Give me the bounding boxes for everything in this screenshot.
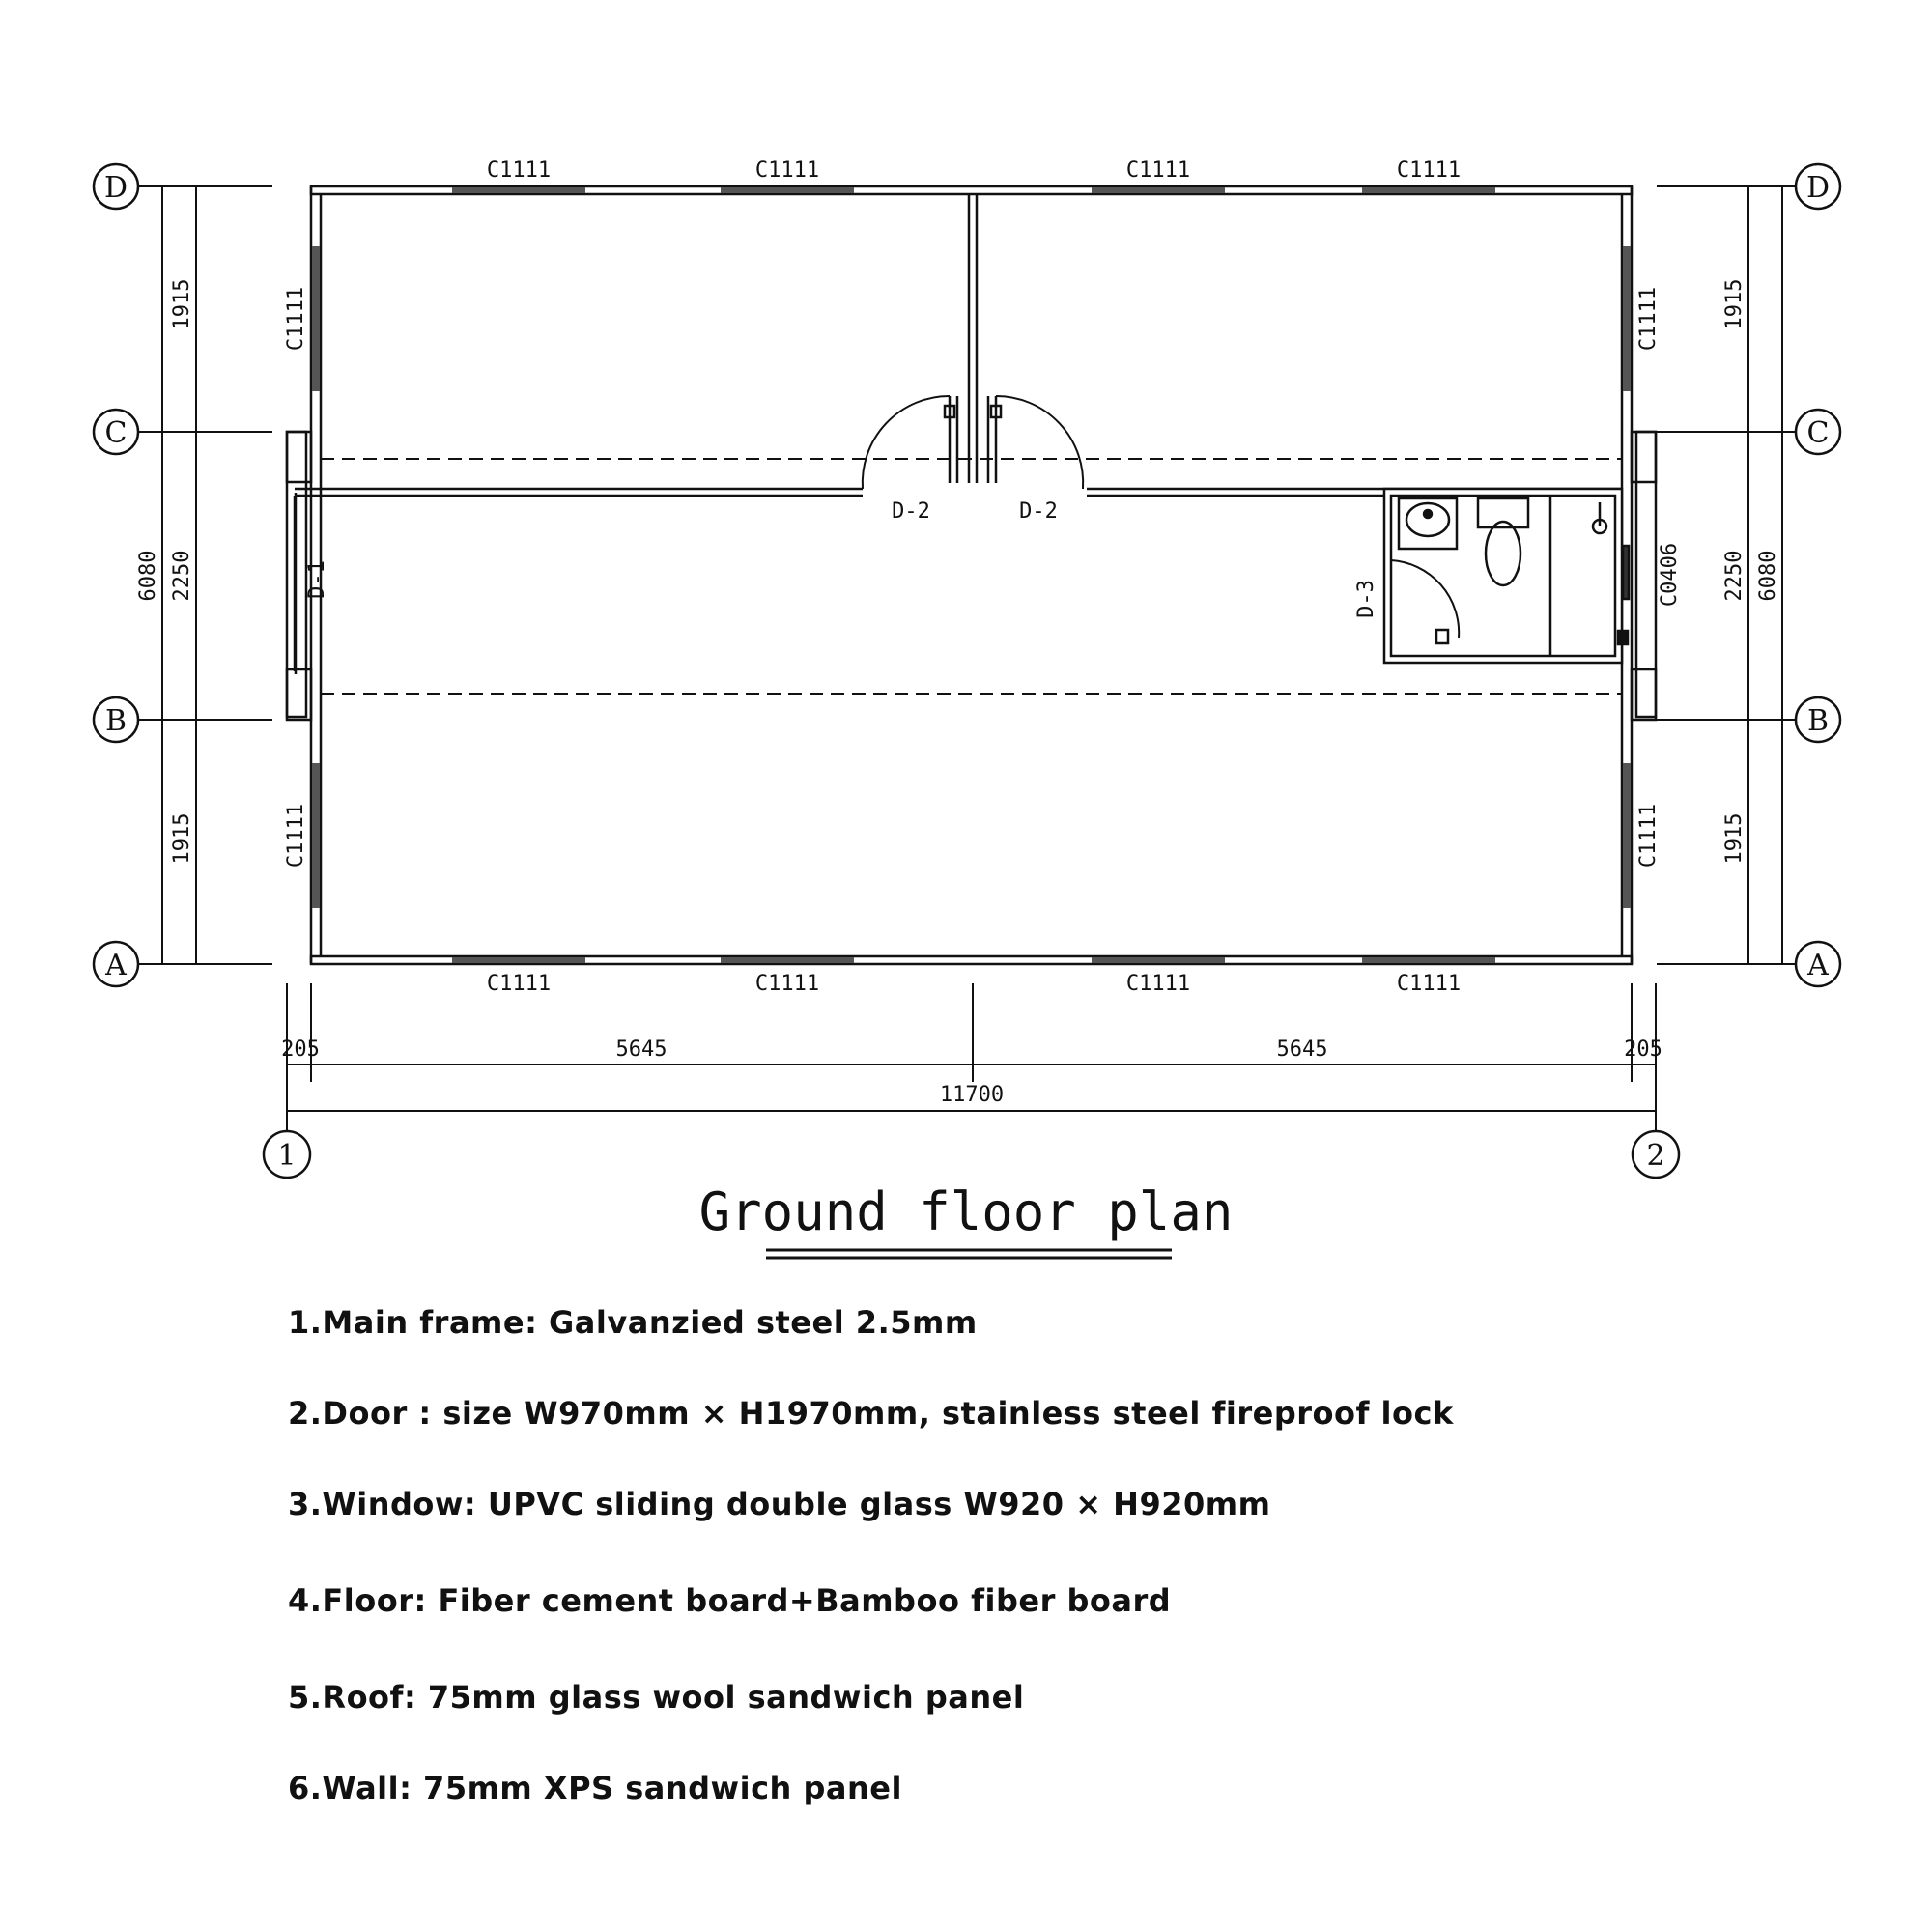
window-bars xyxy=(312,187,1631,963)
axis-label-a-right: A xyxy=(1806,949,1829,982)
dim-bottom-total: 11700 xyxy=(940,1083,1004,1107)
window-label: C1111 xyxy=(1126,158,1190,183)
window-label: C1111 xyxy=(1636,287,1661,351)
dim-bottom-205-left: 205 xyxy=(281,1037,320,1062)
window-label: C1111 xyxy=(487,972,551,996)
spec-note-main-frame: 1.Main frame: Galvanzied steel 2.5mm xyxy=(288,1304,978,1341)
dim-left-total: 6080 xyxy=(136,551,160,602)
window-label: C1111 xyxy=(1397,972,1461,996)
spec-note-window: 3.Window: UPVC sliding double glass W920… xyxy=(288,1486,1271,1522)
window-label: C1111 xyxy=(1126,972,1190,996)
spec-note-roof: 5.Roof: 75mm glass wool sandwich panel xyxy=(288,1679,1025,1716)
dim-left-1915-top: 1915 xyxy=(170,279,194,330)
dim-bottom-205-right: 205 xyxy=(1624,1037,1662,1062)
window-label: C1111 xyxy=(1397,158,1461,183)
axis-label-2: 2 xyxy=(1646,1139,1664,1173)
axis-label-1: 1 xyxy=(277,1139,296,1173)
axis-label-b-left: B xyxy=(105,704,127,738)
door-label-d1: D-1 xyxy=(305,560,329,599)
door-label-d2-left: D-2 xyxy=(892,499,930,524)
drawing-title: Ground floor plan xyxy=(699,1181,1234,1242)
window-label: C1111 xyxy=(1636,804,1661,867)
building-outline xyxy=(285,185,1658,966)
door-label-d3: D-3 xyxy=(1354,580,1378,618)
dim-right-1915-bottom: 1915 xyxy=(1722,813,1747,865)
dim-bottom-5645-left: 5645 xyxy=(616,1037,668,1062)
door-label-d2-right: D-2 xyxy=(1019,499,1058,524)
dim-right-total: 6080 xyxy=(1756,551,1780,602)
spec-note-wall: 6.Wall: 75mm XPS sandwich panel xyxy=(288,1770,902,1806)
window-label: C1111 xyxy=(284,287,308,351)
dim-right-2250: 2250 xyxy=(1722,551,1747,602)
window-label: C1111 xyxy=(755,972,819,996)
spec-note-floor: 4.Floor: Fiber cement board+Bamboo fiber… xyxy=(288,1582,1172,1619)
axis-label-a-left: A xyxy=(104,949,127,982)
axis-label-d-left: D xyxy=(104,171,128,205)
axis-label-d-right: D xyxy=(1806,171,1830,205)
dimension-lines xyxy=(126,185,1799,1135)
dim-right-1915-top: 1915 xyxy=(1722,279,1747,330)
spec-note-door: 2.Door : size W970mm × H1970mm, stainles… xyxy=(288,1395,1454,1432)
dim-left-1915-bottom: 1915 xyxy=(170,813,194,865)
dim-left-2250: 2250 xyxy=(170,551,194,602)
axis-label-b-right: B xyxy=(1807,704,1829,738)
window-label: C1111 xyxy=(284,804,308,867)
window-label: C1111 xyxy=(755,158,819,183)
axis-label-c-right: C xyxy=(1807,416,1830,450)
window-label: C1111 xyxy=(487,158,551,183)
axis-bubbles xyxy=(92,162,1842,1179)
bath-window-label: C0406 xyxy=(1658,543,1682,607)
dim-bottom-5645-right: 5645 xyxy=(1277,1037,1328,1062)
axis-label-c-left: C xyxy=(105,416,128,450)
